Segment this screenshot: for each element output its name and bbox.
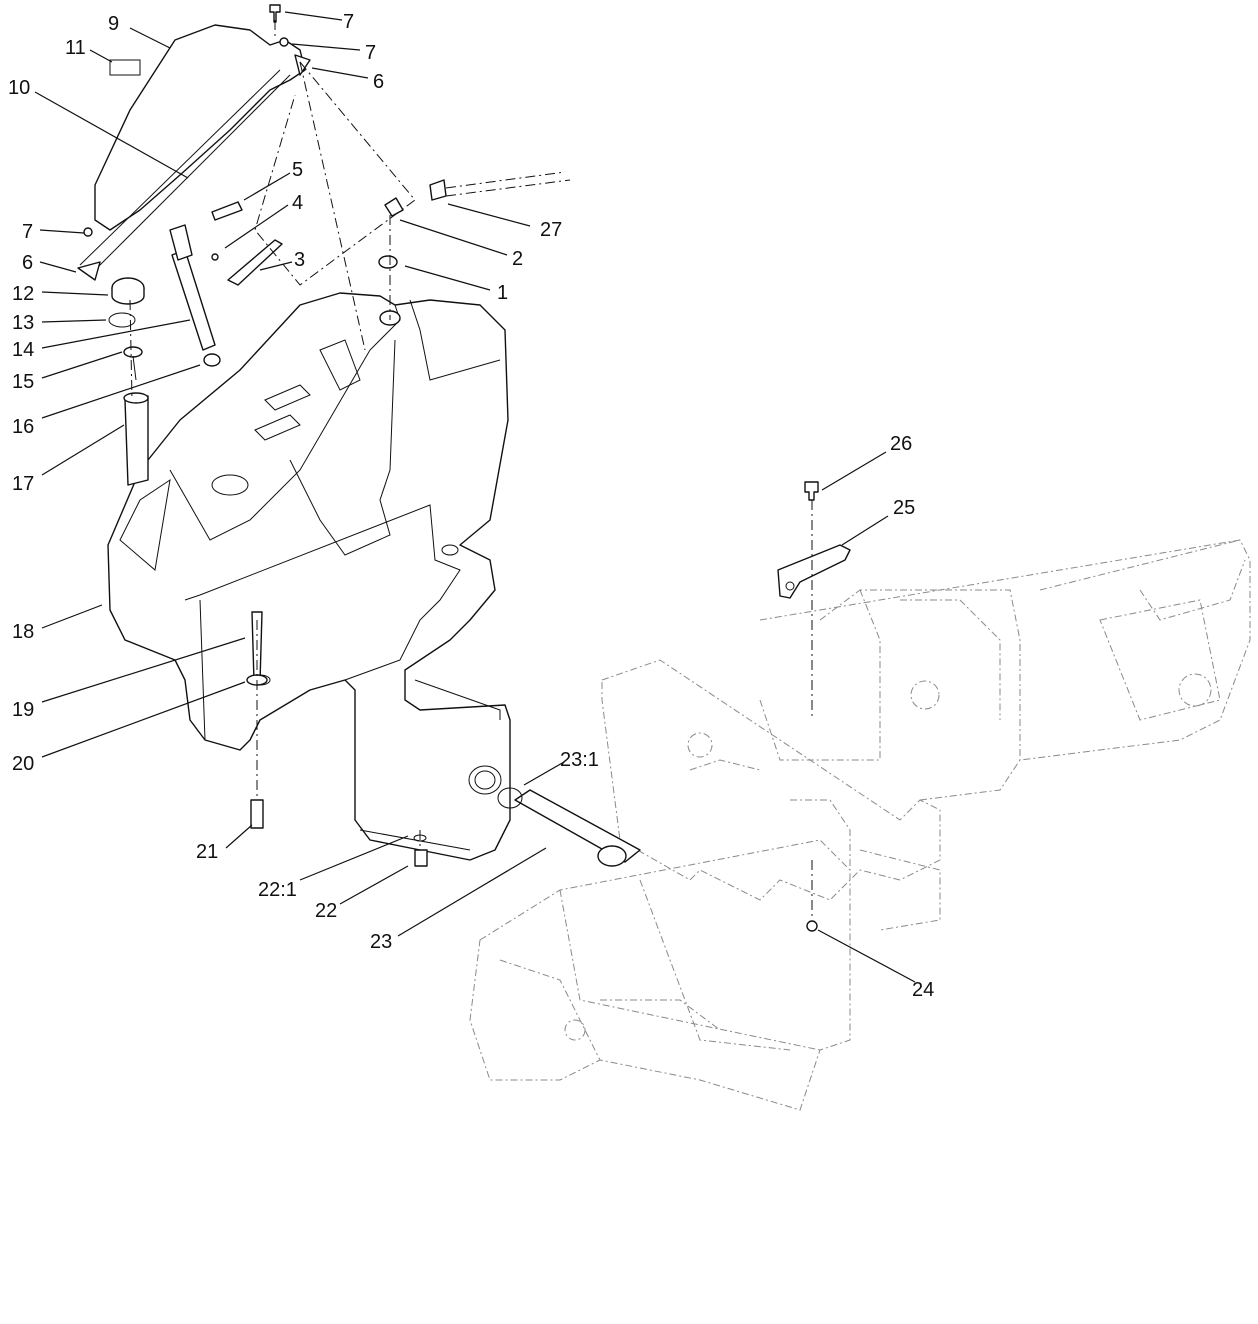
- callout-1: 1: [497, 282, 508, 304]
- callout-15: 15: [12, 371, 34, 393]
- callout-2: 2: [512, 248, 523, 270]
- leader-lines: [34, 11, 916, 983]
- callout-14: 14: [12, 339, 34, 361]
- callout-8: 7: [343, 11, 354, 33]
- callout-3: 3: [294, 249, 305, 271]
- callout-22-1: 22:1: [258, 879, 297, 901]
- callout-9: 9: [108, 13, 119, 35]
- hardware-parts: [77, 4, 851, 932]
- callout-25: 25: [893, 497, 915, 519]
- callout-6-left: 6: [22, 252, 33, 274]
- hydraulic-tank: [107, 292, 511, 861]
- callout-7-left: 7: [22, 221, 33, 243]
- callout-24: 24: [912, 979, 934, 1001]
- callout-27: 27: [540, 219, 562, 241]
- callout-10: 10: [8, 77, 30, 99]
- callout-19: 19: [12, 699, 34, 721]
- tank-cover: [79, 24, 306, 276]
- callout-4: 4: [292, 192, 303, 214]
- callout-7-top: 7: [365, 42, 376, 64]
- callout-11: 11: [65, 37, 86, 59]
- callout-20: 20: [12, 753, 34, 775]
- callout-23-1: 23:1: [560, 749, 599, 771]
- callout-26: 26: [890, 433, 912, 455]
- callout-5: 5: [292, 159, 303, 181]
- callout-23: 23: [370, 931, 392, 953]
- callout-21: 21: [196, 841, 218, 863]
- mower-frame-phantom: [469, 539, 1251, 1111]
- callout-16: 16: [12, 416, 34, 438]
- callout-6-top: 6: [373, 71, 384, 93]
- assembly-centerlines: [129, 20, 813, 920]
- callout-labels: 7 7 6 9 11 10 7 6 12 13 14 15 16 17 18 1…: [8, 11, 934, 1001]
- callout-13: 13: [12, 312, 34, 334]
- callout-17: 17: [12, 473, 34, 495]
- callout-12: 12: [12, 283, 34, 305]
- callout-18: 18: [12, 621, 34, 643]
- callout-22: 22: [315, 900, 337, 922]
